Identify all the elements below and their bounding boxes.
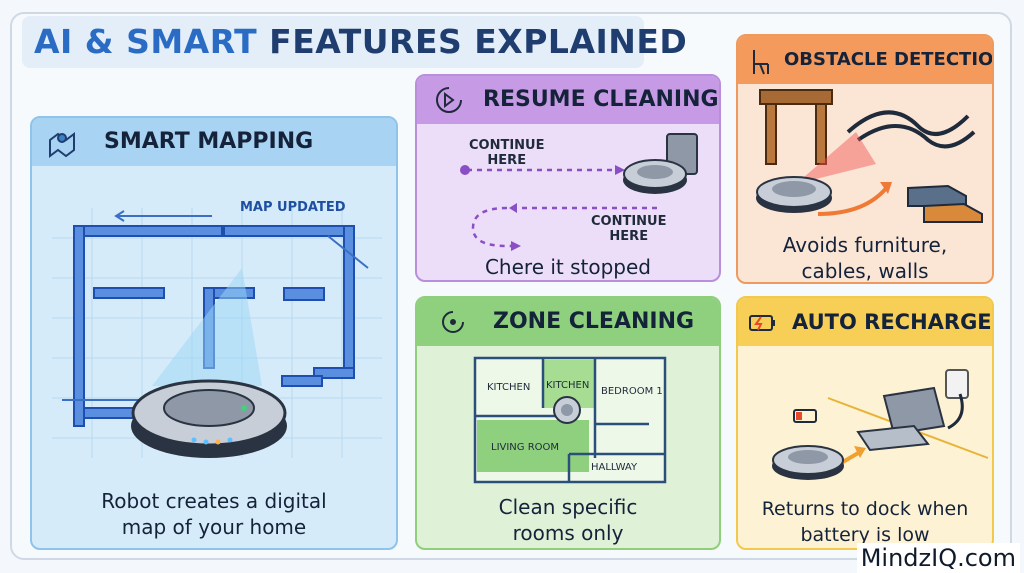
label-line-1: CONTINUE [591, 214, 667, 229]
card-header [417, 76, 719, 124]
card-header [738, 36, 992, 84]
continue-here-bottom: CONTINUE HERE [591, 214, 667, 244]
room-label: KITCHEN [546, 380, 590, 391]
battery-charging-icon [749, 315, 775, 331]
room-label: BEDROOM 1 [601, 386, 663, 397]
robot-vacuum [131, 379, 287, 458]
card-resume-cleaning: RESUME CLEANING CONTINUE HERE CONTINUE H… [415, 74, 721, 282]
page-title: AI & SMART FEATURES EXPLAINED [34, 20, 687, 64]
smart-mapping-illustration [49, 132, 382, 458]
room-label: KITCHEN [487, 382, 531, 393]
card-zone-cleaning: ZONE CLEANING KITCHEN KITCHEN BEDROOM 1 … [415, 296, 721, 550]
continue-here-top: CONTINUE HERE [469, 138, 545, 168]
map-updated-badge: MAP UPDATED [240, 200, 346, 215]
label-line-2: HERE [609, 229, 649, 244]
map-pin-icon [49, 132, 75, 158]
caption-line-1: Returns to dock when [761, 498, 969, 520]
card-caption: Returns to dock when battery is low [738, 496, 992, 548]
room-label: HALLWAY [591, 462, 638, 473]
title-part-2: FEATURES EXPLAINED [269, 22, 688, 61]
label-line-2: HERE [487, 153, 527, 168]
card-auto-recharge: AUTO RECHARGE Returns to dock when batte… [736, 296, 994, 550]
obstacle-detection-illustration [753, 50, 983, 223]
card-title: ZONE CLEANING [493, 309, 695, 334]
brand-watermark: MindzIQ.com [856, 543, 1020, 573]
caption-line-1: Robot creates a digital [101, 489, 327, 513]
caption-line-2: battery is low [800, 524, 930, 546]
room-label: LIVING ROOM [491, 442, 560, 453]
card-title: SMART MAPPING [104, 129, 314, 154]
card-title: RESUME CLEANING [483, 87, 719, 112]
card-header [738, 298, 992, 346]
zone-cleaning-illustration [442, 311, 667, 484]
title-part-1: AI & SMART [34, 22, 258, 61]
chair-icon [753, 50, 769, 75]
auto-recharge-illustration [749, 315, 989, 480]
card-obstacle-detection: OBSTACLE DETECTION Avoids furniture, cab… [736, 34, 994, 284]
caption-line-2: map of your home [121, 515, 307, 539]
card-caption: Chere it stopped [484, 255, 652, 279]
card-title: OBSTACLE DETECTION [784, 49, 994, 70]
caption-line-2: cables, walls [801, 259, 929, 283]
resume-cleaning-illustration [436, 87, 698, 251]
card-caption: Robot creates a digital map of your home [32, 488, 396, 540]
card-caption: Clean specific rooms only [417, 494, 719, 546]
card-header [32, 118, 396, 166]
caption-line-2: rooms only [512, 521, 624, 545]
card-header [417, 298, 719, 346]
card-smart-mapping: SMART MAPPING MAP UPDATED Robot creates … [30, 116, 398, 550]
caption-line-1: Clean specific [498, 495, 638, 519]
target-icon [442, 311, 464, 333]
resume-play-icon [436, 87, 462, 113]
label-line-1: CONTINUE [469, 138, 545, 153]
caption-line-1: Avoids furniture, [782, 233, 948, 257]
card-caption: Avoids furniture, cables, walls [738, 232, 992, 283]
title-banner [22, 16, 644, 68]
card-title: AUTO RECHARGE [792, 310, 992, 334]
